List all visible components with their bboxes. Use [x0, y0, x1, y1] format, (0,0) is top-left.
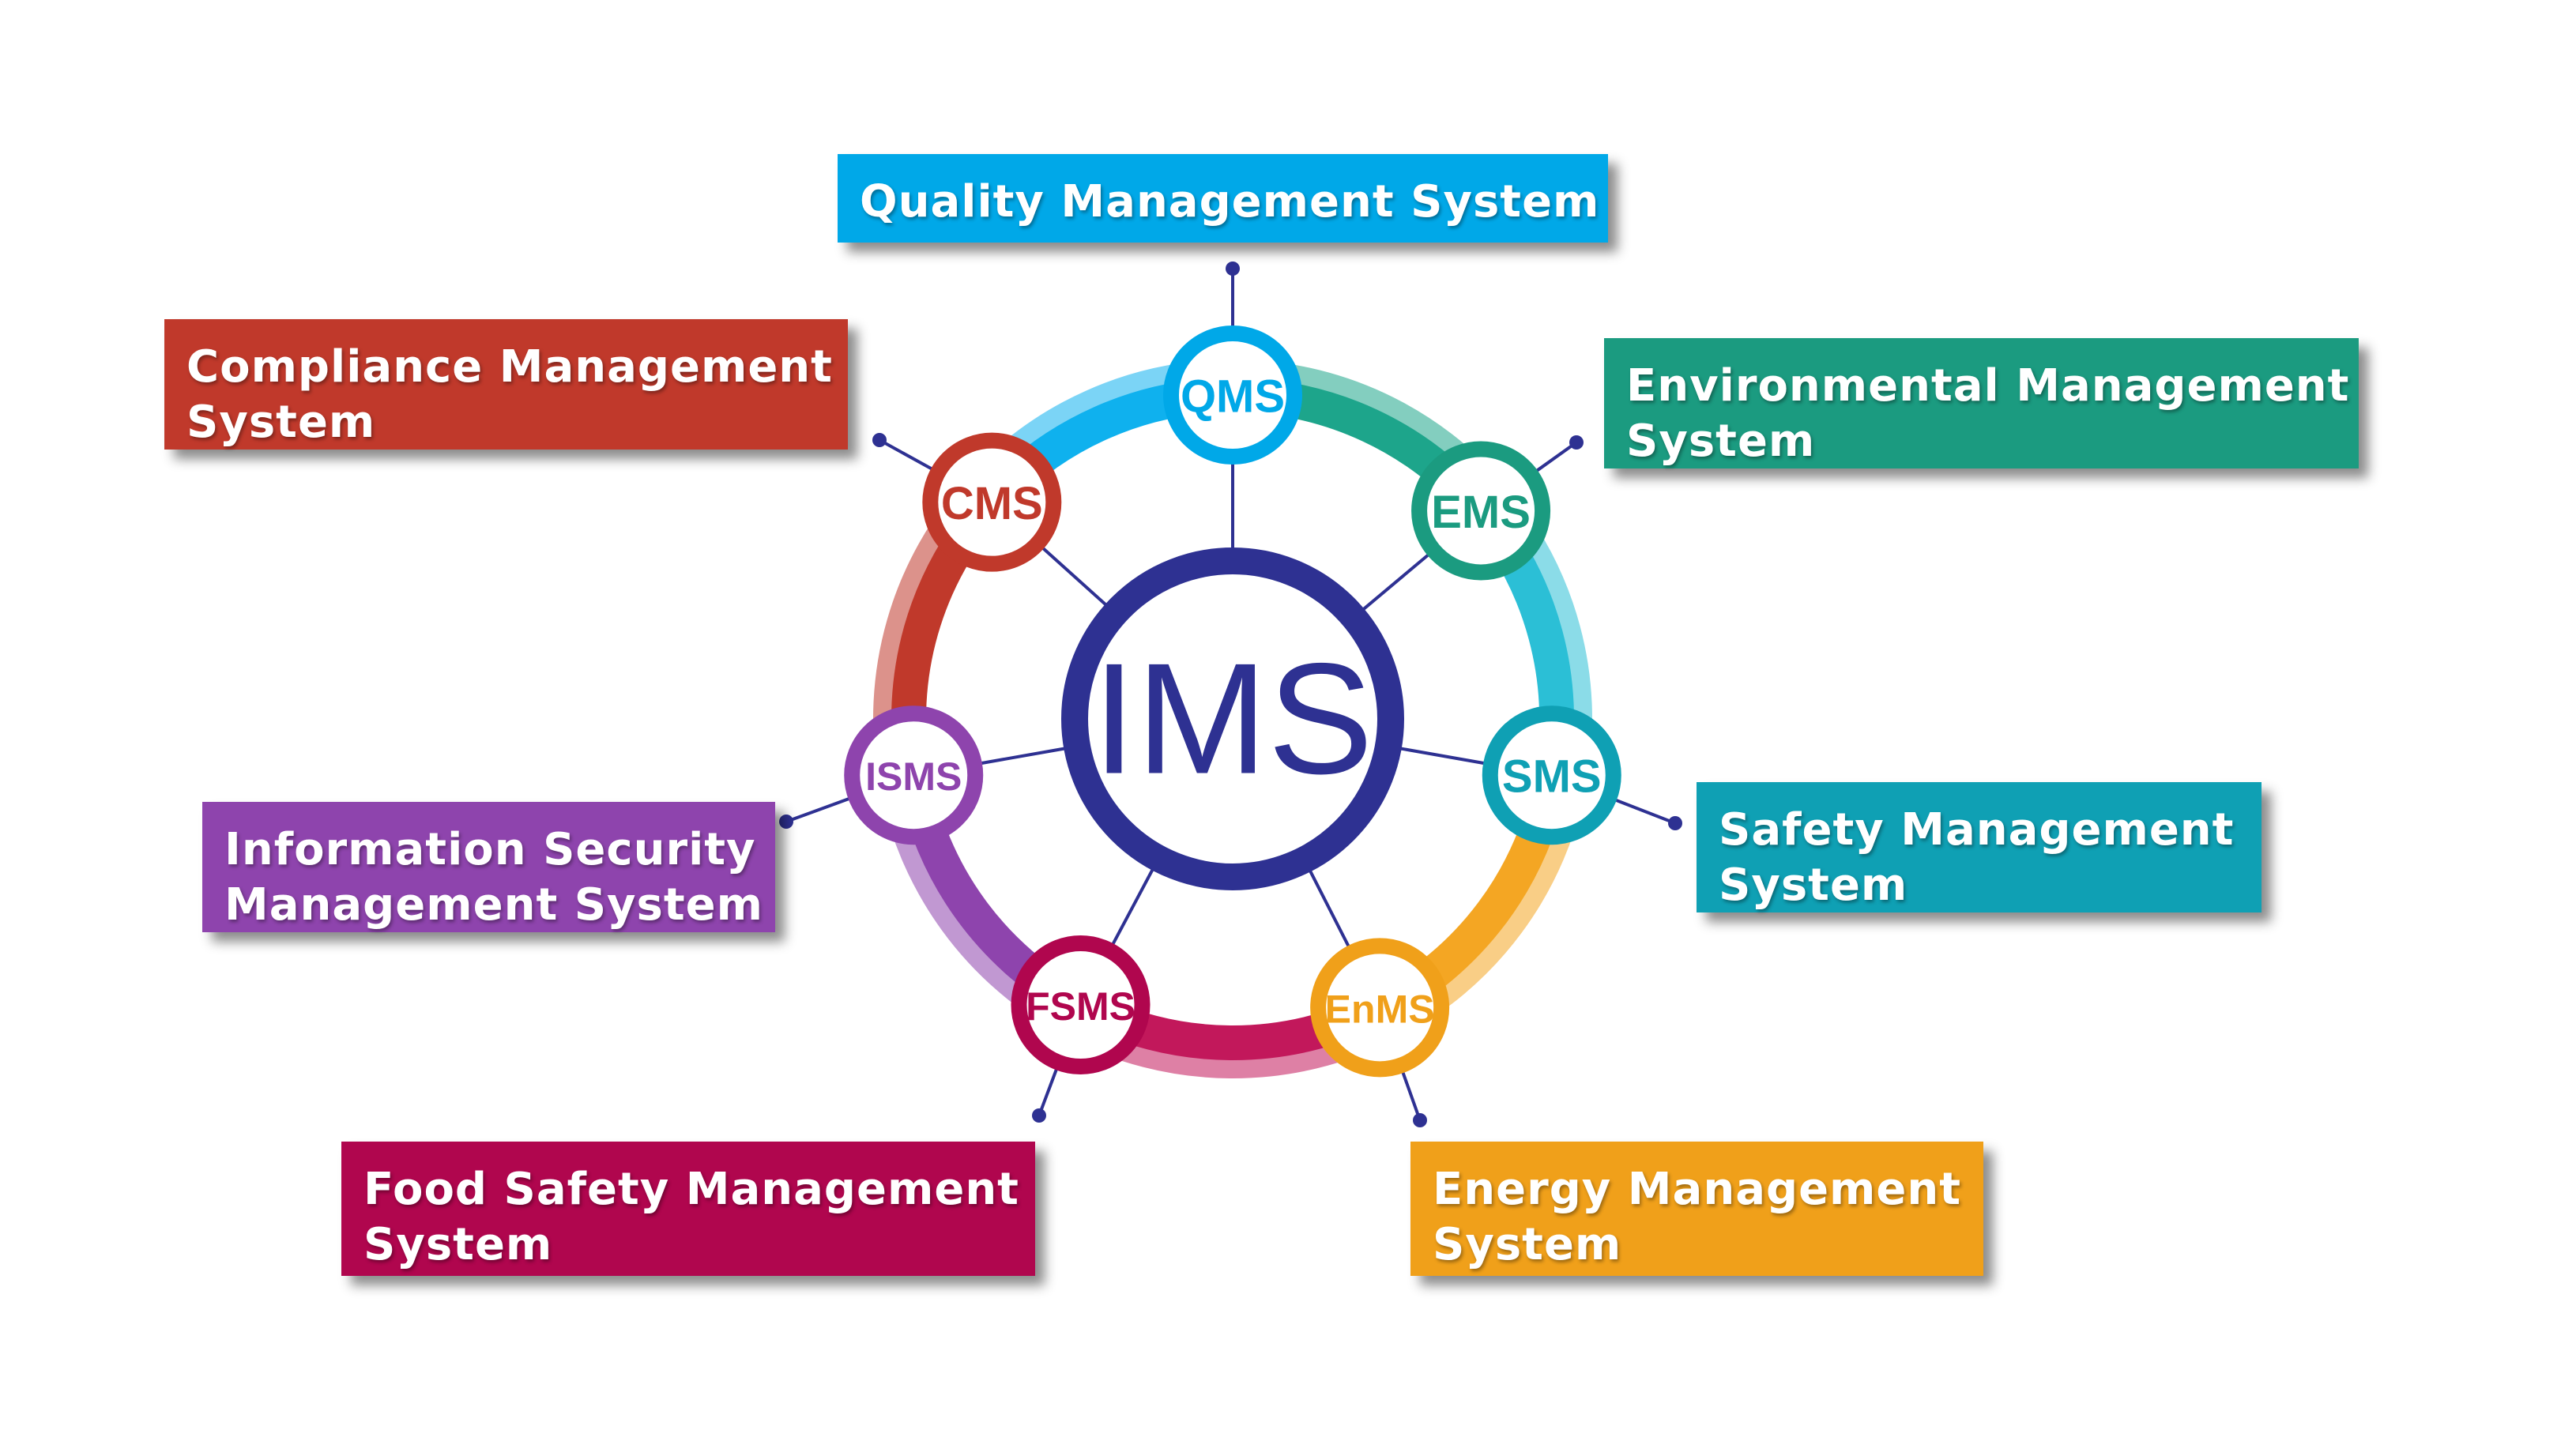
- pointer-dot-ems: [1569, 435, 1584, 450]
- node-circle-sms: [1482, 705, 1621, 845]
- label-line-cms-0: Compliance Management: [186, 341, 833, 393]
- pointer-dot-enms: [1413, 1113, 1427, 1127]
- center-label: IMS: [1092, 631, 1373, 807]
- pointer-dot-qms: [1226, 261, 1240, 276]
- pointer-enms: [1401, 1070, 1422, 1121]
- label-line-cms-1: System: [186, 397, 376, 448]
- pointer-ems: [1535, 441, 1578, 473]
- label-line-enms-0: Energy Management: [1433, 1164, 1962, 1215]
- node-circle-qms: [1163, 325, 1302, 465]
- node-label-qms: QMS: [1181, 371, 1285, 423]
- pointer-dot-isms: [779, 815, 793, 829]
- pointer-sms: [1614, 798, 1676, 825]
- connector-lines: [779, 261, 1682, 1127]
- node-label-cms: CMS: [941, 478, 1043, 529]
- pointer-dot-sms: [1668, 816, 1682, 830]
- node-cms: CMS: [922, 432, 1062, 572]
- pointer-fsms: [1038, 1067, 1059, 1116]
- label-line-sms-0: Safety Management: [1719, 804, 2235, 856]
- node-circle-isms: [844, 705, 984, 845]
- pointer-dot-fsms: [1032, 1108, 1046, 1123]
- label-line-ems-1: System: [1626, 416, 1816, 467]
- node-ems: EMS: [1411, 441, 1551, 581]
- node-circle-enms: [1310, 938, 1450, 1078]
- node-label-ems: EMS: [1431, 487, 1531, 538]
- node-qms: QMS: [1163, 325, 1302, 465]
- label-line-isms-1: Management System: [224, 879, 763, 931]
- spoke-cms: [1041, 546, 1107, 606]
- pointer-cms: [879, 438, 934, 471]
- pointer-isms: [785, 796, 851, 823]
- node-label-enms: EnMS: [1325, 987, 1435, 1031]
- label-line-sms-1: System: [1719, 860, 1908, 911]
- node-circle-fsms: [1011, 935, 1151, 1075]
- node-fsms: FSMS: [1011, 935, 1151, 1075]
- node-label-sms: SMS: [1502, 751, 1602, 803]
- label-line-isms-0: Information Security: [224, 824, 756, 875]
- label-line-fsms-0: Food Safety Management: [363, 1164, 1019, 1215]
- label-line-ems-0: Environmental Management: [1626, 360, 2350, 412]
- spoke-ems: [1362, 553, 1430, 611]
- label-line-enms-1: System: [1433, 1219, 1622, 1270]
- node-label-isms: ISMS: [865, 754, 962, 799]
- node-circle-ems: [1411, 441, 1551, 581]
- label-line-fsms-1: System: [363, 1219, 553, 1270]
- center-circle: [1061, 547, 1404, 890]
- node-sms: SMS: [1482, 705, 1621, 845]
- spoke-isms: [980, 747, 1065, 766]
- node-circle-cms: [922, 432, 1062, 572]
- node-isms: ISMS: [844, 705, 984, 845]
- node-label-fsms: FSMS: [1026, 984, 1135, 1029]
- label-box-qms: Quality Management System: [838, 154, 1608, 243]
- center-hub: IMS: [1061, 547, 1404, 890]
- spoke-fsms: [1111, 868, 1154, 946]
- pointer-dot-cms: [872, 433, 887, 447]
- node-enms: EnMS: [1310, 938, 1450, 1078]
- system-nodes: QMS EMS SMS EnMS FSMS ISMS CMS: [844, 325, 1621, 1078]
- spoke-sms: [1400, 747, 1486, 766]
- spoke-enms: [1309, 870, 1350, 948]
- label-line-qms-0: Quality Management System: [860, 176, 1600, 228]
